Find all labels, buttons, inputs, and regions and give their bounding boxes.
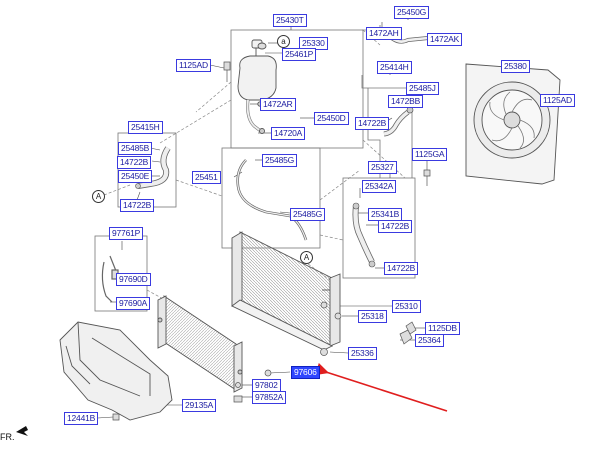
callout-25336[interactable]: 25336 [348,347,377,360]
callout-25364[interactable]: 25364 [415,334,444,347]
lower-hose-drawing [135,146,171,189]
outlet-hose-drawing [352,202,376,268]
expansion-tank-drawing [237,39,277,134]
reference-a-top: a [277,35,290,48]
callout-97606-highlighted[interactable]: 97606 [291,366,320,379]
callout-25485G[interactable]: 25485G [262,154,298,167]
bolt-25327-drawing [423,169,431,186]
callout-25450D[interactable]: 25450D [314,112,349,125]
callout-1125AD-right[interactable]: 1125AD [540,94,575,107]
front-direction-label: FR. [0,432,15,442]
bypass-hose-drawing [236,159,308,241]
front-direction-icon [16,426,28,436]
callout-14722B-right-lower[interactable]: 14722B [384,262,419,275]
callout-1472BB[interactable]: 1472BB [388,95,424,108]
callout-25342A[interactable]: 25342A [362,180,397,193]
callout-25415H[interactable]: 25415H [128,121,163,134]
bolt-drawing [223,61,231,82]
callout-25380[interactable]: 25380 [501,60,530,73]
callout-14722B-mid[interactable]: 14722B [355,117,390,130]
callout-1472AH[interactable]: 1472AH [366,27,402,40]
callout-25450E[interactable]: 25450E [118,170,153,183]
outlet-hose-group-box [342,177,416,279]
callout-25485B[interactable]: 25485B [118,142,153,155]
callout-25485J[interactable]: 25485J [406,82,439,95]
front-carrier-drawing [59,321,173,421]
callout-97852A[interactable]: 97852A [252,391,287,404]
callout-12441B[interactable]: 12441B [64,412,99,425]
callout-14720A[interactable]: 14720A [271,127,306,140]
callout-1125GA[interactable]: 1125GA [412,148,448,161]
radiator-drawing [231,231,341,351]
callout-25318[interactable]: 25318 [358,310,387,323]
callout-25451[interactable]: 25451 [192,171,221,184]
callout-14722B-left-lower[interactable]: 14722B [120,199,155,212]
callout-97690A[interactable]: 97690A [116,297,151,310]
callout-25485G-lower[interactable]: 25485G [290,208,326,221]
callout-25430T[interactable]: 25430T [273,14,307,27]
callout-14722B-left[interactable]: 14722B [117,156,152,169]
reference-a-left: A [92,190,105,203]
pointer-arrow [314,362,448,412]
callout-25450G[interactable]: 25450G [394,6,430,19]
callout-29135A[interactable]: 29135A [182,399,217,412]
callout-25327[interactable]: 25327 [368,161,397,174]
callout-25310[interactable]: 25310 [392,300,421,313]
reference-a-mid: A [300,251,313,264]
mount-parts-drawing [112,301,417,421]
callout-97690D[interactable]: 97690D [116,273,151,286]
callout-25414H[interactable]: 25414H [377,61,412,74]
callout-14722B-right-upper[interactable]: 14722B [378,220,413,233]
callout-25461P[interactable]: 25461P [282,48,317,61]
callout-1125AD-top[interactable]: 1125AD [176,59,211,72]
fan-shroud-drawing [465,63,561,185]
callout-1472AR[interactable]: 1472AR [260,98,296,111]
condenser-drawing [157,295,243,393]
callout-25330[interactable]: 25330 [299,37,328,50]
callout-97761P[interactable]: 97761P [109,227,144,240]
callout-1472AK[interactable]: 1472AK [427,33,463,46]
